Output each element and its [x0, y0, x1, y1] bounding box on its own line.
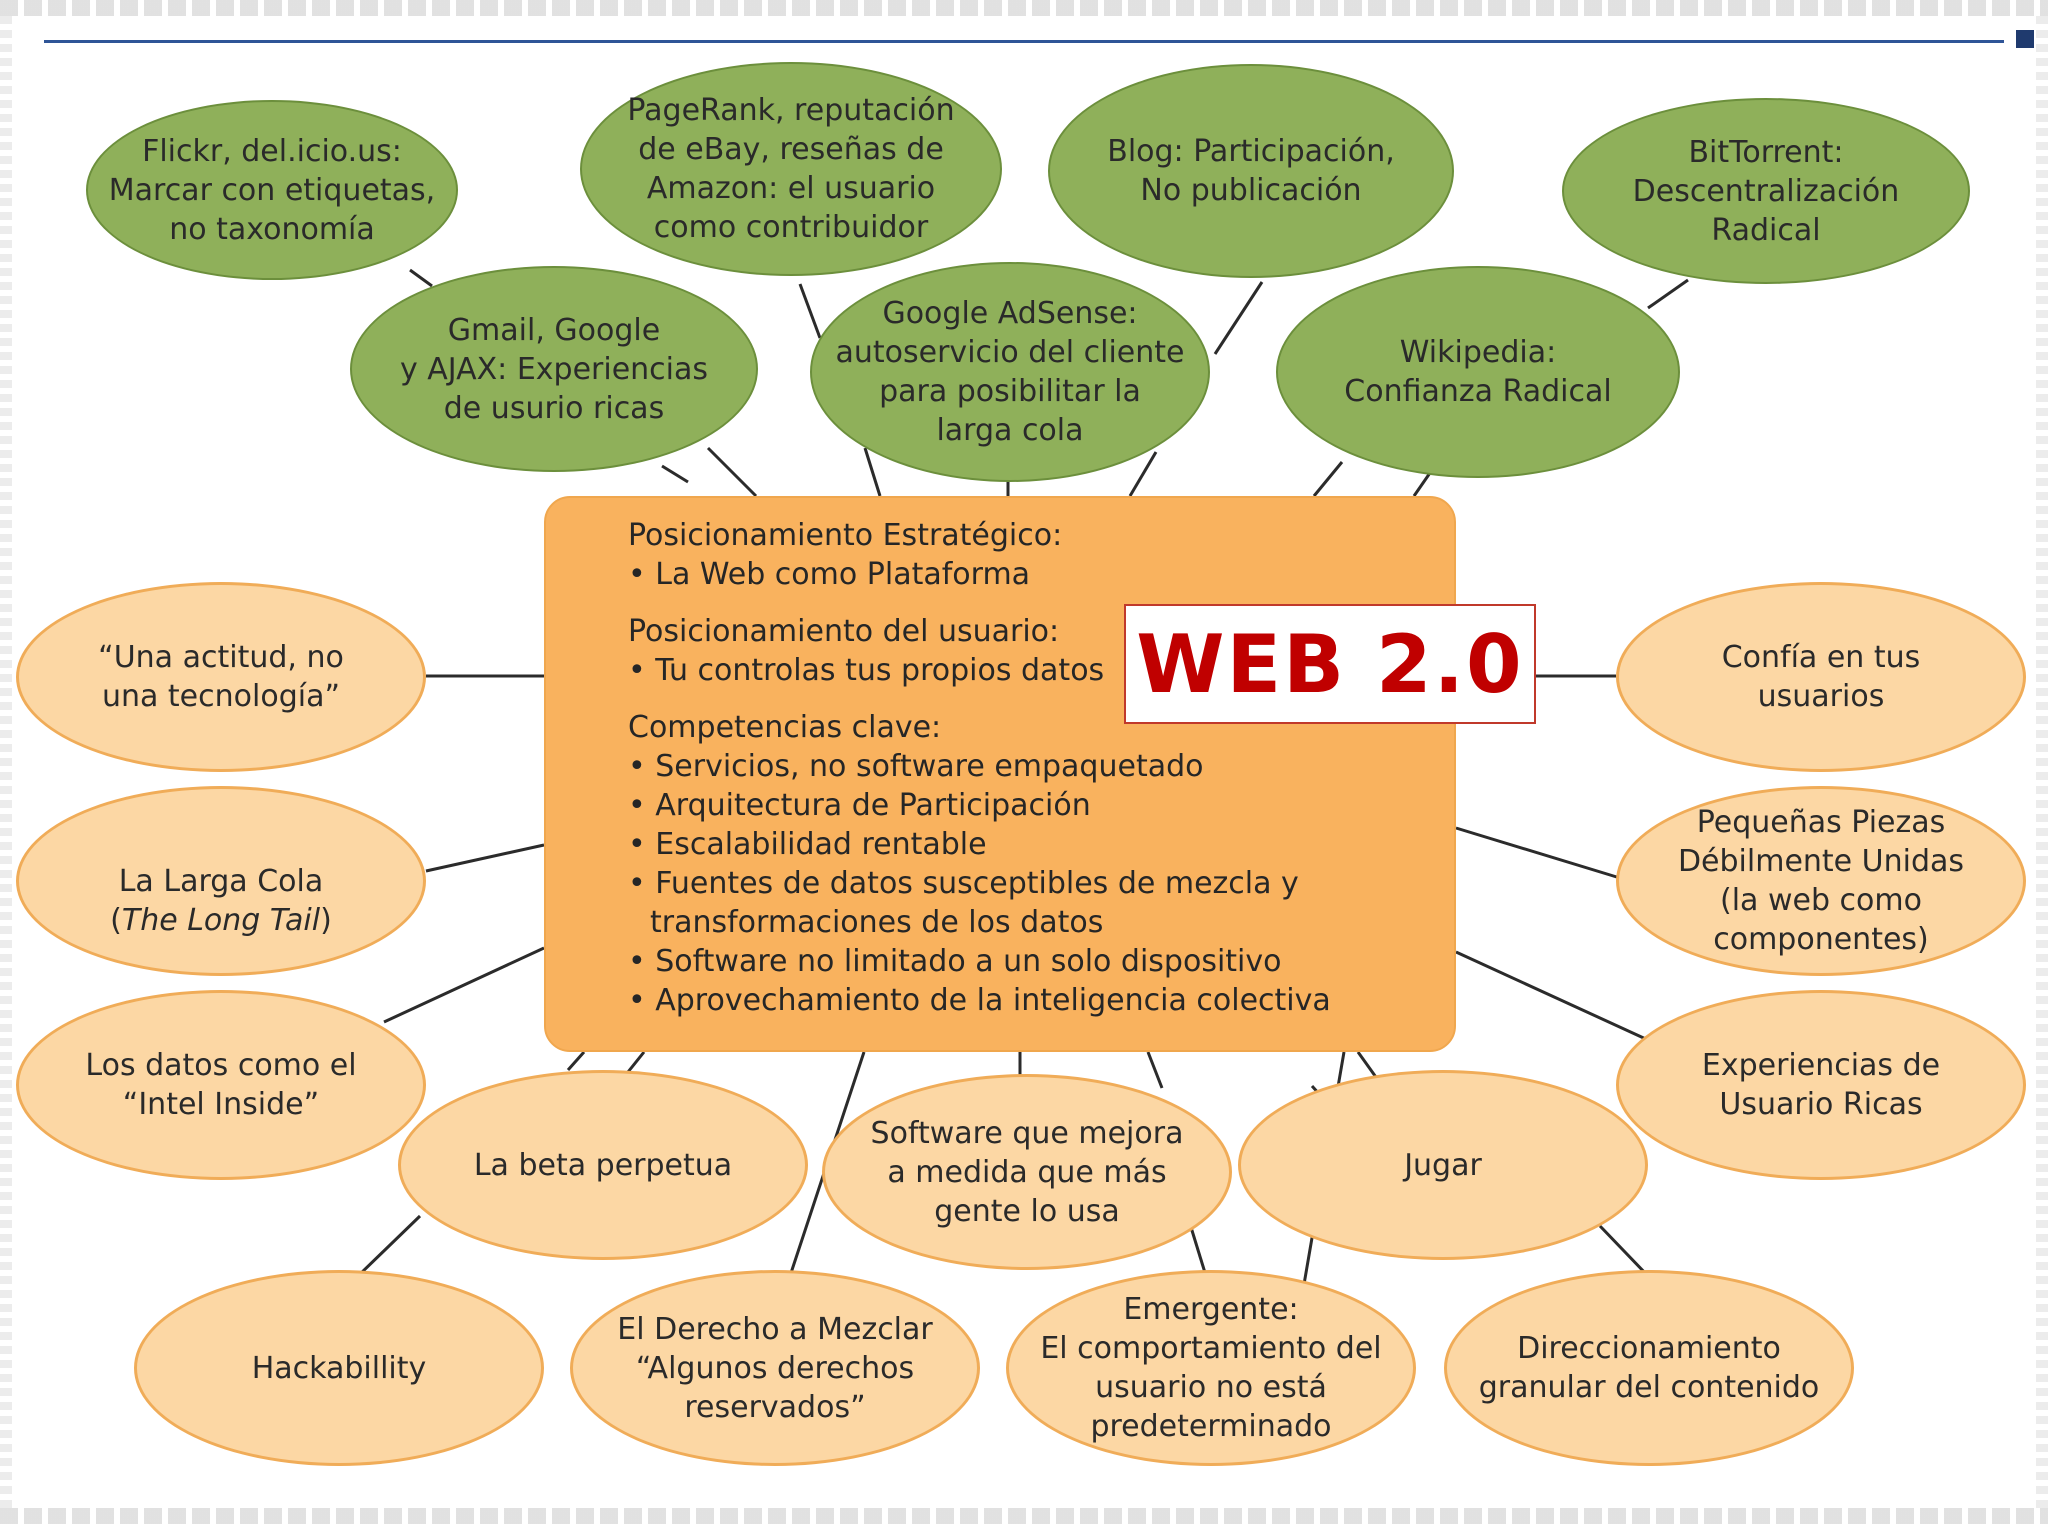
node-actitud: “Una actitud, no una tecnología”	[16, 582, 426, 772]
connector-piezas	[1455, 826, 1621, 880]
node-flickr: Flickr, del.icio.us: Marcar con etiqueta…	[86, 100, 458, 280]
node-experiencias-label: Experiencias de Usuario Ricas	[1701, 1048, 1941, 1122]
node-remix-label: El Derecho a Mezclar “Algunos derechos r…	[617, 1311, 933, 1425]
node-larga-cola-label: La Larga Cola(The Long Tail)	[110, 863, 332, 938]
connector-beta-b	[626, 1051, 646, 1073]
node-flickr-label: Flickr, del.icio.us: Marcar con etiqueta…	[108, 133, 436, 247]
node-remix: El Derecho a Mezclar “Algunos derechos r…	[570, 1270, 980, 1466]
connector-adsense-a	[863, 447, 882, 497]
connector-wikipedia-a	[1312, 461, 1344, 497]
bullet-item: Arquitectura de Participación	[628, 786, 1428, 825]
connector-beta-a	[566, 1051, 586, 1071]
section-list-competencias: Servicios, no software empaquetado Arqui…	[628, 747, 1428, 1020]
node-actitud-label: “Una actitud, no una tecnología”	[98, 640, 344, 714]
node-beta: La beta perpetua	[398, 1070, 808, 1260]
node-larga-cola-line1: La Larga Cola	[118, 863, 324, 899]
node-datos: Los datos como el “Intel Inside”	[16, 990, 426, 1180]
bullet-item: Fuentes de datos susceptibles de mezcla …	[628, 864, 1330, 942]
node-pagerank: PageRank, reputación de eBay, reseñas de…	[580, 62, 1002, 276]
node-jugar-label: Jugar	[1404, 1147, 1482, 1183]
node-beta-label: La beta perpetua	[473, 1147, 733, 1183]
connector-direccionamiento	[1598, 1224, 1650, 1278]
connector-larga-cola	[425, 843, 545, 873]
bottom-frame-border	[0, 1508, 2048, 1524]
bullet-item: Servicios, no software empaquetado	[628, 747, 1428, 786]
top-frame-border	[0, 0, 2048, 16]
node-gmail: Gmail, Google y AJAX: Experiencias de us…	[350, 266, 758, 472]
node-software: Software que mejora a medida que más gen…	[822, 1074, 1232, 1270]
left-frame-border	[0, 16, 12, 1508]
web-2-title: WEB 2.0	[1124, 604, 1536, 724]
node-larga-cola: La Larga Cola(The Long Tail)	[16, 786, 426, 976]
connector-software-b	[1146, 1051, 1164, 1089]
bullet-item: Escalabilidad rentable	[628, 825, 1428, 864]
node-gmail-label: Gmail, Google y AJAX: Experiencias de us…	[399, 312, 709, 426]
connector-gmail-a	[661, 464, 689, 484]
connector-blog	[1213, 281, 1264, 355]
section-title-estrategico: Posicionamiento Estratégico:	[628, 518, 1063, 553]
node-confia: Confía en tus usuarios	[1616, 582, 2026, 772]
connector-experiencias	[1455, 950, 1649, 1042]
node-adsense: Google AdSense: autoservicio del cliente…	[810, 262, 1210, 482]
node-piezas-label: Pequeñas Piezas Débilmente Unidas (la we…	[1677, 805, 1965, 957]
connector-datos	[383, 946, 545, 1024]
node-emergente-label: Emergente: El comportamiento del usuario…	[1040, 1292, 1382, 1444]
top-rule-line	[44, 40, 2004, 43]
node-software-label: Software que mejora a medida que más gen…	[870, 1115, 1184, 1229]
corner-marker	[2016, 30, 2034, 48]
connector-hackability	[356, 1214, 422, 1278]
bullet-item: Software no limitado a un solo dispositi…	[628, 942, 1428, 981]
connector-gmail-b	[706, 446, 758, 498]
bullet-item: Aprovechamiento de la inteligencia colec…	[628, 981, 1428, 1020]
node-direccionamiento-label: Direccionamiento granular del contenido	[1478, 1331, 1820, 1405]
node-direccionamiento: Direccionamiento granular del contenido	[1444, 1270, 1854, 1466]
node-confia-label: Confía en tus usuarios	[1721, 640, 1921, 714]
node-emergente: Emergente: El comportamiento del usuario…	[1006, 1270, 1416, 1466]
section-list-estrategico: La Web como Plataforma	[628, 555, 1428, 594]
node-datos-label: Los datos como el “Intel Inside”	[85, 1048, 357, 1122]
connector-pagerank	[798, 283, 822, 339]
node-bittorrent: BitTorrent: Descentralización Radical	[1562, 98, 1970, 284]
node-jugar: Jugar	[1238, 1070, 1648, 1260]
node-pagerank-label: PageRank, reputación de eBay, reseñas de…	[627, 93, 955, 245]
node-hackability: Hackabillity	[134, 1270, 544, 1466]
node-blog-label: Blog: Participación, No publicación	[1107, 134, 1395, 208]
node-blog: Blog: Participación, No publicación	[1048, 64, 1454, 278]
connector-emergente-a	[1188, 1223, 1208, 1277]
bullet-item: Tu controlas tus propios datos	[628, 651, 1428, 690]
connector-bittorrent	[1647, 278, 1689, 310]
node-adsense-label: Google AdSense: autoservicio del cliente…	[835, 296, 1185, 448]
node-wikipedia-label: Wikipedia: Confianza Radical	[1344, 335, 1612, 409]
right-frame-border	[2036, 16, 2048, 1508]
center-text: Posicionamiento Estratégico: La Web como…	[628, 516, 1428, 1038]
node-hackability-label: Hackabillity	[251, 1350, 427, 1386]
bullet-item: La Web como Plataforma	[628, 555, 1428, 594]
node-bittorrent-label: BitTorrent: Descentralización Radical	[1632, 134, 1900, 248]
section-title-usuario: Posicionamiento del usuario:	[628, 614, 1060, 649]
connector-adsense-c	[1128, 451, 1158, 497]
center-box: Posicionamiento Estratégico: La Web como…	[544, 496, 1456, 1052]
node-larga-cola-line2: The Long Tail	[121, 902, 321, 938]
node-piezas: Pequeñas Piezas Débilmente Unidas (la we…	[1616, 786, 2026, 976]
section-title-competencias: Competencias clave:	[628, 710, 942, 745]
connector-flickr	[409, 268, 433, 288]
node-experiencias: Experiencias de Usuario Ricas	[1616, 990, 2026, 1180]
node-wikipedia: Wikipedia: Confianza Radical	[1276, 266, 1680, 478]
section-list-usuario: Tu controlas tus propios datos	[628, 651, 1428, 690]
